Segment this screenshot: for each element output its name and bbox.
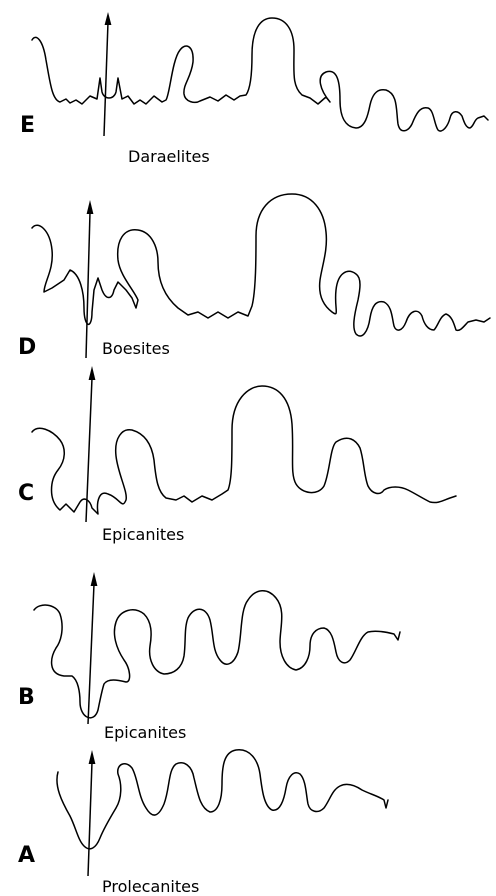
arrowhead-b <box>91 572 98 586</box>
panel-letter-c: C <box>18 481 34 506</box>
genus-label-a: Prolecanites <box>102 877 199 896</box>
arrowhead-d <box>87 200 94 214</box>
panel-letter-b: B <box>18 685 35 710</box>
genus-label-c: Epicanites <box>102 525 184 544</box>
panel-letter-a: A <box>18 843 35 868</box>
panel-a: A Prolecanites <box>18 750 388 896</box>
panel-b: B Epicanites <box>18 572 400 742</box>
arrowhead-a <box>89 750 96 764</box>
arrowhead-e <box>105 12 112 25</box>
siphonal-axis-c <box>86 378 92 522</box>
panel-e: E Daraelites <box>20 12 488 166</box>
siphonal-axis-a <box>88 762 92 876</box>
suture-line-c <box>32 386 456 514</box>
panel-letter-e: E <box>20 113 35 138</box>
siphonal-axis-b <box>88 584 94 724</box>
genus-label-e: Daraelites <box>128 147 210 166</box>
arrowhead-c <box>89 366 96 380</box>
suture-line-d <box>32 194 490 336</box>
panel-letter-d: D <box>18 335 36 360</box>
panel-c: C Epicanites <box>18 366 456 544</box>
suture-line-a <box>57 750 388 849</box>
genus-label-d: Boesites <box>102 339 170 358</box>
siphonal-axis-e <box>104 22 108 136</box>
panel-d: D Boesites <box>18 194 490 360</box>
suture-line-e <box>32 18 488 131</box>
genus-label-b: Epicanites <box>104 723 186 742</box>
siphonal-axis-d <box>86 212 90 358</box>
